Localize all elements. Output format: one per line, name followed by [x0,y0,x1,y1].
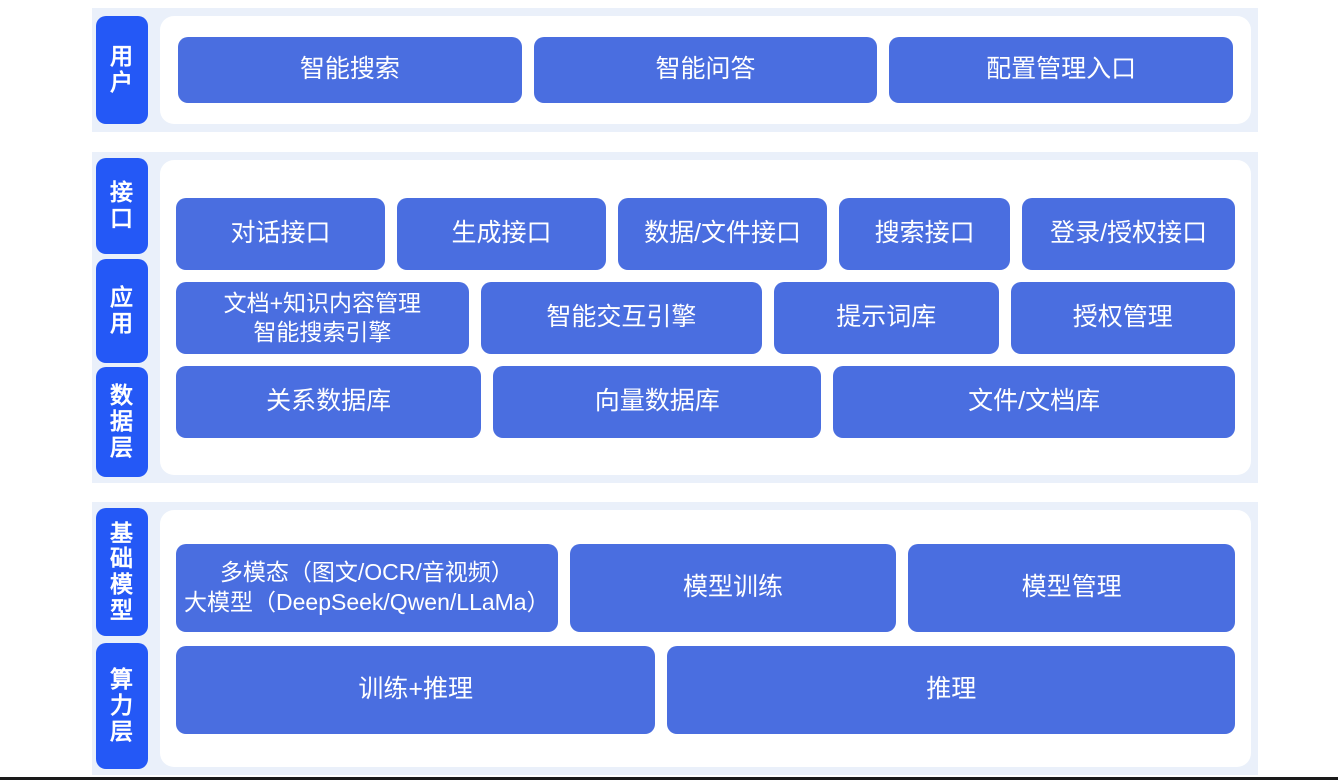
box-prompt-library[interactable]: 提示词库 [774,281,999,354]
box-login-auth-api[interactable]: 登录/授权接口 [1022,197,1236,270]
band-bottom-panel: 多模态（图文/OCR/音视频） 大模型（DeepSeek/Qwen/LLaMa）… [160,510,1251,767]
page-bottom-rule [0,777,1338,780]
layer-tab-data[interactable]: 数 据 层 [96,367,148,477]
box-multimodal-large-model[interactable]: 多模态（图文/OCR/音视频） 大模型（DeepSeek/Qwen/LLaMa） [176,543,558,632]
layer-tab-interface-char-0: 接 [110,179,134,206]
box-doc-knowledge-search-line-1: 智能搜索引擎 [253,318,392,345]
layer-tab-interface[interactable]: 接 口 [96,158,148,254]
layer-tab-data-char-2: 层 [110,433,134,460]
box-generation-api[interactable]: 生成接口 [397,197,607,270]
box-multimodal-large-model-line-0: 多模态（图文/OCR/音视频） [219,558,514,585]
row-interface: 对话接口 生成接口 数据/文件接口 搜索接口 登录/授权接口 [176,197,1236,270]
box-doc-knowledge-search[interactable]: 文档+知识内容管理 智能搜索引擎 [176,281,469,354]
row-foundation-model: 多模态（图文/OCR/音视频） 大模型（DeepSeek/Qwen/LLaMa）… [176,543,1236,632]
layer-tab-foundation-model-char-3: 型 [110,596,134,623]
layer-tab-data-char-1: 据 [110,408,134,435]
layer-tab-foundation-model-char-0: 基 [110,519,134,546]
band-bottom-tab-rail: 基 础 模 型 算 力 层 [92,502,152,775]
box-smart-interaction-engine[interactable]: 智能交互引擎 [480,281,763,354]
layer-tab-user-char-1: 户 [110,69,134,95]
band-user: 用 户 智能搜索 智能问答 配置管理入口 [92,8,1258,132]
layer-tab-foundation-model-char-2: 模 [110,571,134,597]
layer-tab-user[interactable]: 用 户 [96,16,148,124]
box-data-file-api[interactable]: 数据/文件接口 [618,197,828,270]
band-mid-tab-rail: 接 口 应 用 数 据 层 [92,152,152,483]
layer-tab-compute-char-2: 层 [110,717,134,744]
layer-tab-compute[interactable]: 算 力 层 [96,643,148,769]
box-smart-qa[interactable]: 智能问答 [533,37,878,103]
layer-tab-compute-char-1: 力 [110,692,134,719]
layer-tab-application-char-1: 用 [110,309,134,336]
band-foundation-compute: 基 础 模 型 算 力 层 多模态（图文/OCR/音视频） 大模型（DeepSe… [92,502,1258,775]
layer-tab-interface-char-1: 口 [110,205,134,231]
box-vector-database[interactable]: 向量数据库 [493,365,822,438]
box-model-management[interactable]: 模型管理 [908,543,1236,632]
layer-tab-compute-char-0: 算 [110,666,134,693]
layer-tab-application[interactable]: 应 用 [96,258,148,363]
box-inference[interactable]: 推理 [667,645,1235,734]
box-multimodal-large-model-line-1: 大模型（DeepSeek/Qwen/LLaMa） [184,588,550,615]
row-data: 关系数据库 向量数据库 文件/文档库 [176,365,1235,438]
band-user-tab-rail: 用 户 [92,8,152,132]
box-authorization-management[interactable]: 授权管理 [1010,281,1236,354]
layer-tab-foundation-model-char-1: 础 [110,545,134,572]
box-file-document-store[interactable]: 文件/文档库 [833,365,1235,438]
row-application: 文档+知识内容管理 智能搜索引擎 智能交互引擎 提示词库 授权管理 [176,281,1236,354]
box-training-inference[interactable]: 训练+推理 [176,645,656,734]
row-compute: 训练+推理 推理 [176,645,1235,734]
box-model-training[interactable]: 模型训练 [569,543,897,632]
layer-tab-foundation-model[interactable]: 基 础 模 型 [96,508,148,636]
band-interface-application-data: 接 口 应 用 数 据 层 对话接口 生成接口 数据/文件接口 搜索接口 登录/… [92,152,1258,483]
box-config-management-entry[interactable]: 配置管理入口 [889,37,1234,103]
box-smart-search[interactable]: 智能搜索 [178,37,522,103]
layer-tab-application-char-0: 应 [110,283,134,310]
layer-tab-user-char-0: 用 [110,43,134,70]
box-relational-database[interactable]: 关系数据库 [176,365,482,438]
band-mid-panel: 对话接口 生成接口 数据/文件接口 搜索接口 登录/授权接口 文档+知识内容管理… [160,160,1251,475]
box-dialog-api[interactable]: 对话接口 [176,197,386,270]
box-doc-knowledge-search-line-0: 文档+知识内容管理 [223,290,422,317]
row-user-entries: 智能搜索 智能问答 配置管理入口 [178,37,1234,103]
layer-tab-data-char-0: 数 [110,382,134,409]
band-user-panel: 智能搜索 智能问答 配置管理入口 [160,16,1251,124]
box-search-api[interactable]: 搜索接口 [839,197,1011,270]
